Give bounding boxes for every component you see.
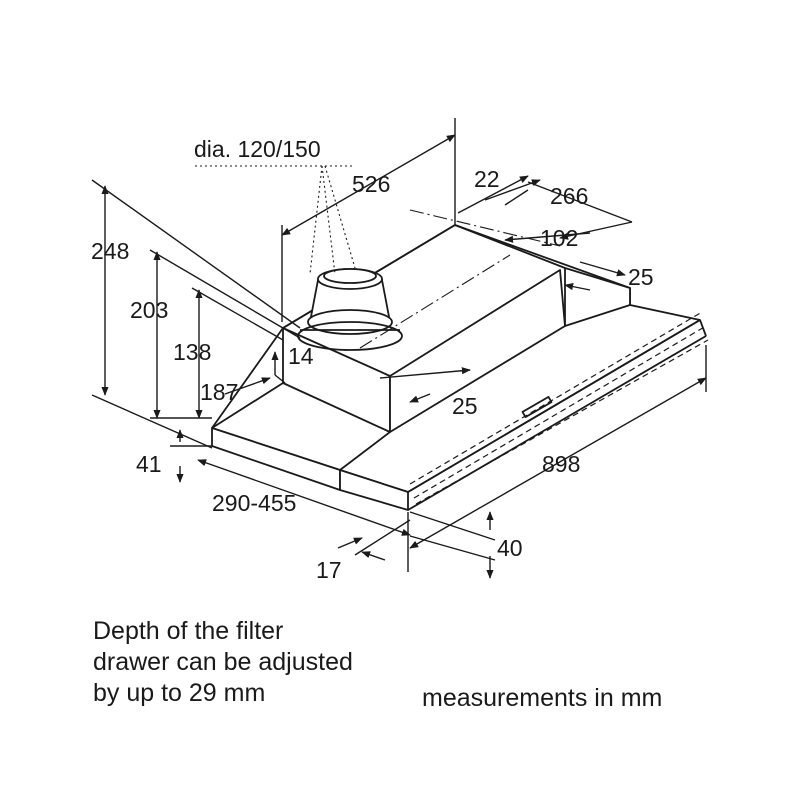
dim-203-label: 203 xyxy=(130,297,168,323)
dim-138-label: 138 xyxy=(173,339,211,365)
dimension-lines xyxy=(91,118,707,579)
dim-17-label: 17 xyxy=(316,557,342,583)
duct-collar xyxy=(297,268,403,351)
dim-248-label: 248 xyxy=(91,238,129,264)
dim-102-label: 102 xyxy=(540,225,578,251)
units-note: measurements in mm xyxy=(422,684,663,712)
dim-22-label: 22 xyxy=(474,166,500,192)
dim-187-label: 187 xyxy=(200,379,238,405)
dimension-labels: dia. 120/150 526 22 266 102 25 248 203 1… xyxy=(91,136,654,583)
duct-diameter-label: dia. 120/150 xyxy=(194,136,321,162)
dim-14-label: 14 xyxy=(288,343,314,369)
dim-898-label: 898 xyxy=(542,451,580,477)
note-line-3: by up to 29 mm xyxy=(93,679,266,707)
dim-290-455-label: 290-455 xyxy=(212,490,296,516)
rear-bracket xyxy=(564,267,631,327)
dim-41-label: 41 xyxy=(136,451,162,477)
hood-body xyxy=(211,224,707,511)
dim-40-label: 40 xyxy=(497,535,523,561)
note-line-1: Depth of the filter xyxy=(93,617,284,645)
dim-25-front-label: 25 xyxy=(452,393,478,419)
note-line-2: drawer can be adjusted xyxy=(93,648,353,676)
dim-526-label: 526 xyxy=(352,171,390,197)
dim-25-rear-label: 25 xyxy=(628,264,654,290)
dim-266-label: 266 xyxy=(550,183,588,209)
duct-leader xyxy=(195,165,356,275)
filter-drawer-note: Depth of the filter drawer can be adjust… xyxy=(93,616,353,709)
